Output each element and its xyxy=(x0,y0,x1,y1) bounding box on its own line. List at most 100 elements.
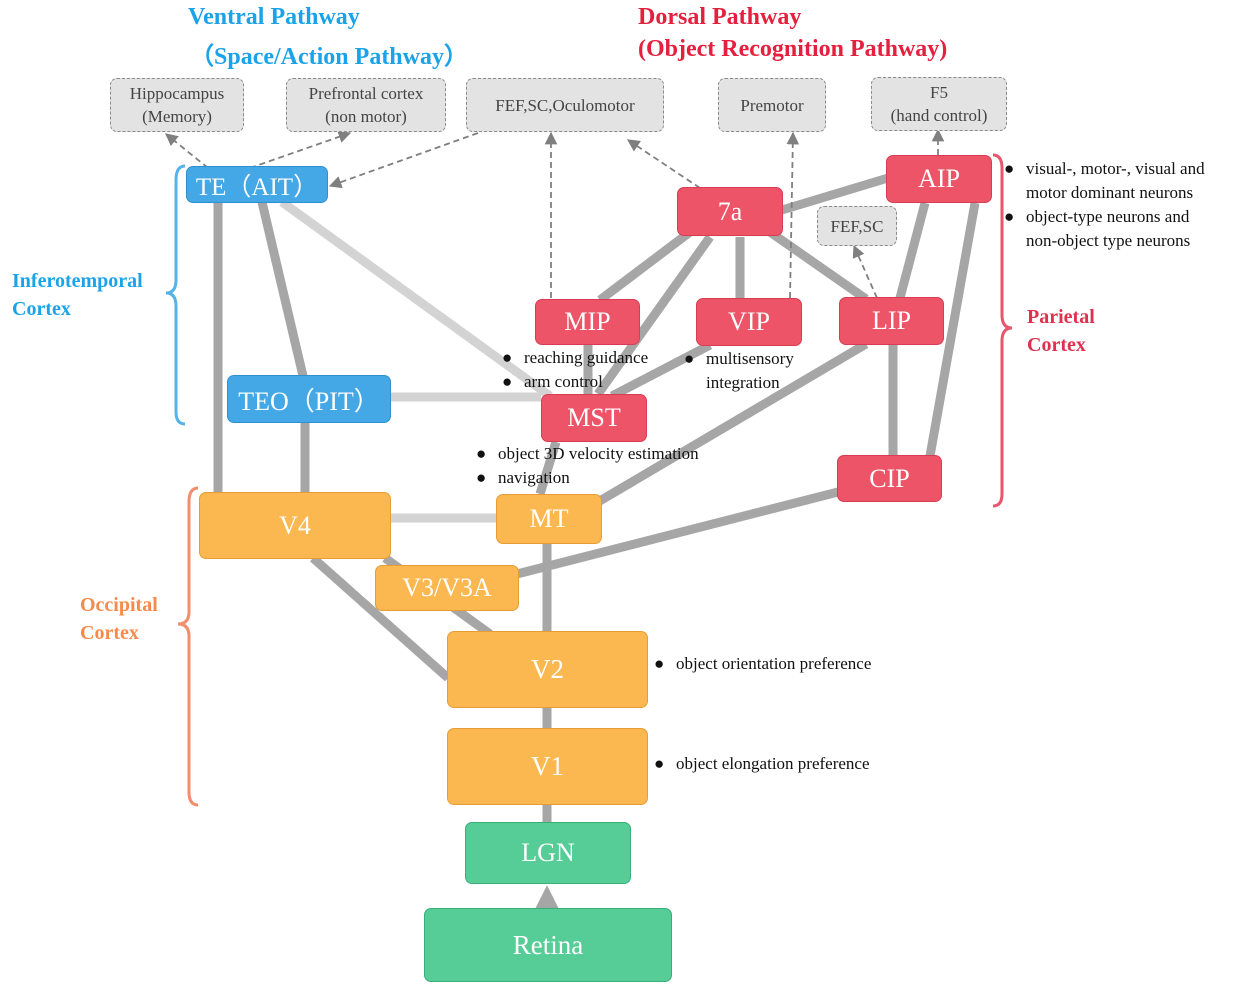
parietal-label-line1: Parietal xyxy=(1027,306,1095,328)
link-te-teo xyxy=(257,200,308,378)
v2-note-1-text: object orientation preference xyxy=(676,654,872,673)
mst-note-2: ● navigation xyxy=(476,466,699,490)
dorsal-subtitle: (Object Recognition Pathway) xyxy=(638,36,948,62)
node-lgn: LGN xyxy=(465,822,631,884)
bullet-icon: ● xyxy=(1004,159,1015,178)
link-v4-v2 xyxy=(310,554,451,682)
node-aip: AIP xyxy=(886,155,992,203)
target-f5-line1: F5 xyxy=(930,83,948,102)
v1-note-1-text: object elongation preference xyxy=(676,754,870,773)
bullet-icon: ● xyxy=(476,468,487,487)
target-prefrontal-line2: (non motor) xyxy=(325,107,407,126)
node-7a: 7a xyxy=(677,187,783,236)
node-teo-pit: TEO（PIT） xyxy=(227,375,391,423)
v2-note-1: ● object orientation preference xyxy=(654,652,871,676)
link-aip-lip xyxy=(895,201,930,300)
inferotemporal-label-line2: Cortex xyxy=(12,298,71,320)
link-mst-vip xyxy=(609,341,713,400)
mst-note-1: ● object 3D velocity estimation xyxy=(476,442,699,466)
node-mst: MST xyxy=(541,394,647,442)
target-premotor-line1: Premotor xyxy=(740,95,804,115)
mip-note-1: ● reaching guidance xyxy=(502,346,648,370)
mip-note-1-text: reaching guidance xyxy=(524,348,649,367)
aip-notes: ● visual-, motor-, visual and motor domi… xyxy=(1004,157,1205,253)
arrow-te-prefrontal xyxy=(249,130,352,169)
parietal-label-line2: Cortex xyxy=(1027,334,1086,356)
occipital-label-line1: Occipital xyxy=(80,594,158,616)
arrow-7a-oculomotor xyxy=(626,139,701,189)
parietal-brace xyxy=(992,153,1013,508)
node-v1: V1 xyxy=(447,728,648,805)
link-7a-aip xyxy=(780,173,890,215)
aip-note-1: ● visual-, motor-, visual and xyxy=(1004,157,1205,181)
node-lip: LIP xyxy=(839,297,944,345)
ventral-subtitle: （Space/Action Pathway） xyxy=(190,44,468,70)
target-hippocampus-line2: (Memory) xyxy=(142,107,212,126)
aip-note-2-continued: non-object type neurons xyxy=(1026,231,1191,250)
link-aip-cip xyxy=(925,202,980,457)
bullet-icon: ● xyxy=(476,444,487,463)
ventral-title: Ventral Pathway xyxy=(188,4,360,30)
bullet-icon: ● xyxy=(1004,207,1015,226)
target-hippocampus-line1: Hippocampus xyxy=(129,84,225,103)
vip-notes: ● multisensory integration xyxy=(684,347,794,395)
bullet-icon: ● xyxy=(502,348,513,367)
bullet-icon: ● xyxy=(502,372,513,391)
node-retina: Retina xyxy=(424,908,672,982)
vip-note-1: ● multisensory xyxy=(684,347,794,371)
bullet-icon: ● xyxy=(654,654,665,673)
target-hippocampus: Hippocampus (Memory) xyxy=(110,78,244,132)
link-mt-lip xyxy=(595,340,869,506)
parietal-label: Parietal Cortex xyxy=(1027,303,1095,359)
arrow-oculomotor-te xyxy=(328,132,479,189)
arrow-vip-premotor xyxy=(786,131,800,299)
mip-note-2-text: arm control xyxy=(524,372,603,391)
target-fef-sc-oculomotor-line1: FEF,SC,Oculomotor xyxy=(495,95,635,115)
target-fef-sc: FEF,SC xyxy=(817,206,897,246)
occipital-label-line2: Cortex xyxy=(80,622,139,644)
link-7a-lip xyxy=(767,228,869,303)
target-premotor: Premotor xyxy=(718,78,826,132)
target-f5-line2: (hand control) xyxy=(890,106,988,125)
mip-note-2: ● arm control xyxy=(502,370,648,394)
vip-note-1-continued: integration xyxy=(706,373,780,392)
target-f5: F5 (hand control) xyxy=(871,77,1007,131)
node-vip: VIP xyxy=(696,298,802,346)
node-v4: V4 xyxy=(199,492,391,559)
link-mst-7a xyxy=(594,234,714,397)
node-v3-v3a: V3/V3A xyxy=(375,565,519,611)
v1-notes: ● object elongation preference xyxy=(654,752,870,776)
inferotemporal-brace xyxy=(165,164,186,426)
link-v3-cip xyxy=(515,487,840,579)
mst-notes: ● object 3D velocity estimation ● naviga… xyxy=(476,442,699,490)
v1-note-1: ● object elongation preference xyxy=(654,752,870,776)
target-fef-sc-line1: FEF,SC xyxy=(830,216,884,236)
bullet-icon: ● xyxy=(684,349,695,368)
node-v2: V2 xyxy=(447,631,648,708)
aip-note-2-text-a: object-type neurons and xyxy=(1026,207,1190,226)
link-mip-7a xyxy=(597,228,693,304)
node-mt: MT xyxy=(496,494,602,544)
dorsal-title: Dorsal Pathway xyxy=(638,4,802,30)
link-mt-mst xyxy=(535,440,561,496)
target-prefrontal: Prefrontal cortex (non motor) xyxy=(286,78,446,132)
target-fef-sc-oculomotor: FEF,SC,Oculomotor xyxy=(466,78,664,132)
mst-note-2-text: navigation xyxy=(498,468,570,487)
occipital-brace xyxy=(177,486,199,807)
target-prefrontal-line1: Prefrontal cortex xyxy=(308,84,424,103)
arrow-te-hippocampus xyxy=(165,133,209,169)
aip-note-1-text-a: visual-, motor-, visual and xyxy=(1026,159,1205,178)
node-mip: MIP xyxy=(535,299,640,345)
aip-note-2: ● object-type neurons and xyxy=(1004,205,1205,229)
node-cip: CIP xyxy=(837,455,942,502)
aip-note-1-continued: motor dominant neurons xyxy=(1026,183,1194,202)
occipital-label: Occipital Cortex xyxy=(80,591,158,647)
inferotemporal-label-line1: Inferotemporal xyxy=(12,270,143,292)
mst-note-1-text: object 3D velocity estimation xyxy=(498,444,699,463)
inferotemporal-label: Inferotemporal Cortex xyxy=(12,267,143,323)
v2-notes: ● object orientation preference xyxy=(654,652,871,676)
mip-notes: ● reaching guidance ● arm control xyxy=(502,346,648,394)
node-te-ait: TE（AIT） xyxy=(186,166,328,203)
